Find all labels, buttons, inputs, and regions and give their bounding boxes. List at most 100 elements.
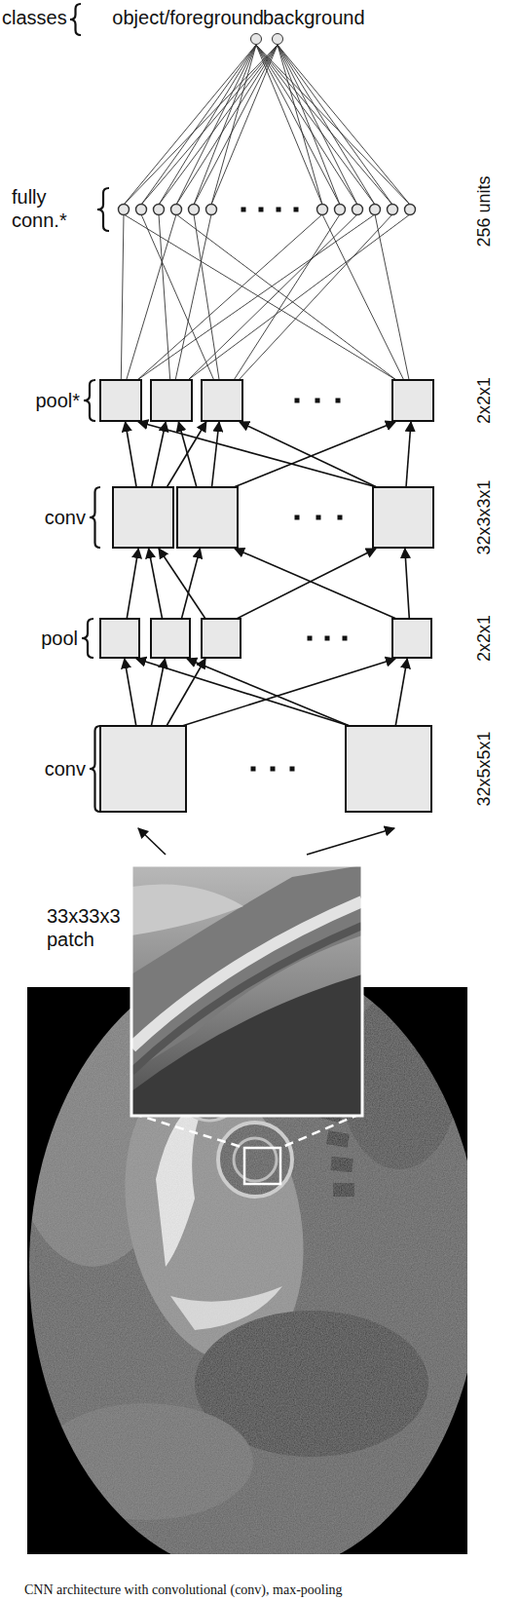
weight-line xyxy=(238,214,393,380)
feature-arrow xyxy=(150,658,165,726)
hidden-unit xyxy=(352,204,364,216)
feature-map xyxy=(345,725,432,812)
layer-size: 2x2x1 xyxy=(472,614,496,662)
fetal-brain xyxy=(233,1137,277,1181)
feature-arrow xyxy=(136,658,350,726)
weight-line xyxy=(126,214,177,380)
weight-line xyxy=(123,214,397,380)
weight-line xyxy=(123,44,278,205)
feature-arrow xyxy=(148,548,163,619)
feature-arrow xyxy=(186,658,350,726)
patch-dark-region xyxy=(131,973,363,1115)
ellipsis-dot xyxy=(315,398,321,404)
feature-map xyxy=(201,618,241,658)
hidden-unit xyxy=(136,204,148,216)
feature-map xyxy=(100,725,186,812)
weight-line xyxy=(277,44,393,205)
feature-arrow xyxy=(138,421,377,487)
layer-brace xyxy=(83,379,96,421)
fetal-head xyxy=(218,1121,293,1196)
hidden-unit xyxy=(171,204,183,216)
weight-line xyxy=(158,44,257,205)
layer-brace xyxy=(97,187,110,231)
feature-arrow xyxy=(151,421,167,487)
feature-arrow xyxy=(166,658,206,726)
weight-line xyxy=(374,214,409,380)
feature-map xyxy=(112,486,174,548)
input-name: 33x33x3 patch xyxy=(46,903,129,951)
layer-name: pool* xyxy=(35,388,80,412)
weight-line xyxy=(211,44,257,205)
layer-brace xyxy=(89,486,101,548)
layer-name: conv xyxy=(44,756,86,780)
ellipsis-dot xyxy=(241,207,247,213)
feature-arrow xyxy=(406,421,411,487)
feature-arrow xyxy=(405,548,410,619)
layer-name: conv xyxy=(44,505,86,529)
feature-map xyxy=(372,486,434,548)
class-unit: background xyxy=(271,33,284,45)
vertebra xyxy=(333,1182,355,1196)
hidden-unit xyxy=(317,204,329,216)
ellipsis-dot xyxy=(307,635,313,641)
weight-line xyxy=(141,44,278,205)
ellipsis-dot xyxy=(337,515,343,520)
patch-frame xyxy=(131,864,363,1115)
vertebra xyxy=(326,1129,350,1148)
layer-size: 2x2x1 xyxy=(472,376,496,424)
layer-brace xyxy=(70,3,81,36)
weight-line xyxy=(256,44,375,205)
zoom-line xyxy=(133,1113,245,1148)
feature-arrow xyxy=(124,658,137,726)
ellipsis-dot xyxy=(325,635,331,641)
ellipsis-dot xyxy=(295,515,300,520)
ellipsis-dot xyxy=(295,398,300,404)
feature-map xyxy=(150,379,192,421)
weight-line xyxy=(211,44,278,205)
feature-map xyxy=(177,486,238,548)
weight-line xyxy=(277,44,410,205)
weight-line xyxy=(277,44,340,205)
feature-arrow xyxy=(181,548,200,619)
weight-line xyxy=(120,214,124,380)
weight-line xyxy=(187,214,358,380)
hidden-unit xyxy=(118,204,130,216)
hidden-unit xyxy=(405,204,416,216)
hidden-unit xyxy=(188,204,200,216)
weight-line xyxy=(193,214,220,380)
feature-arrow xyxy=(126,548,139,619)
ellipsis-dot xyxy=(342,635,348,641)
patch-marker xyxy=(244,1147,281,1184)
class-unit: object/foreground xyxy=(250,33,262,45)
hidden-unit xyxy=(370,204,381,216)
layer-size: 32x5x5x1 xyxy=(472,730,496,806)
feature-arrow xyxy=(178,421,197,487)
hidden-unit xyxy=(206,204,218,216)
ellipsis-dot xyxy=(276,207,282,213)
weight-line xyxy=(193,44,278,205)
layer-size: 256 units xyxy=(472,175,496,247)
network-drawing xyxy=(70,3,434,855)
hidden-unit xyxy=(153,204,165,216)
figure-caption: CNN architecture with convolutional (con… xyxy=(24,1581,343,1598)
weight-line xyxy=(256,44,393,205)
patch-background xyxy=(131,864,363,1115)
weight-line xyxy=(256,44,340,205)
weight-line xyxy=(187,214,410,380)
ellipsis-dot xyxy=(290,766,296,772)
layer-size: 32x3x3x1 xyxy=(472,479,496,555)
ellipsis-dot xyxy=(270,766,276,772)
weight-line xyxy=(176,44,278,205)
weight-line xyxy=(175,214,212,380)
hidden-unit xyxy=(387,204,399,216)
feature-arrow xyxy=(158,548,206,619)
layer-name: pool xyxy=(40,626,78,650)
weight-line xyxy=(137,214,375,380)
layer-brace xyxy=(89,725,101,812)
feature-map xyxy=(392,379,434,421)
feature-arrow xyxy=(306,827,395,855)
weight-line xyxy=(158,44,278,205)
weight-line xyxy=(141,44,257,205)
